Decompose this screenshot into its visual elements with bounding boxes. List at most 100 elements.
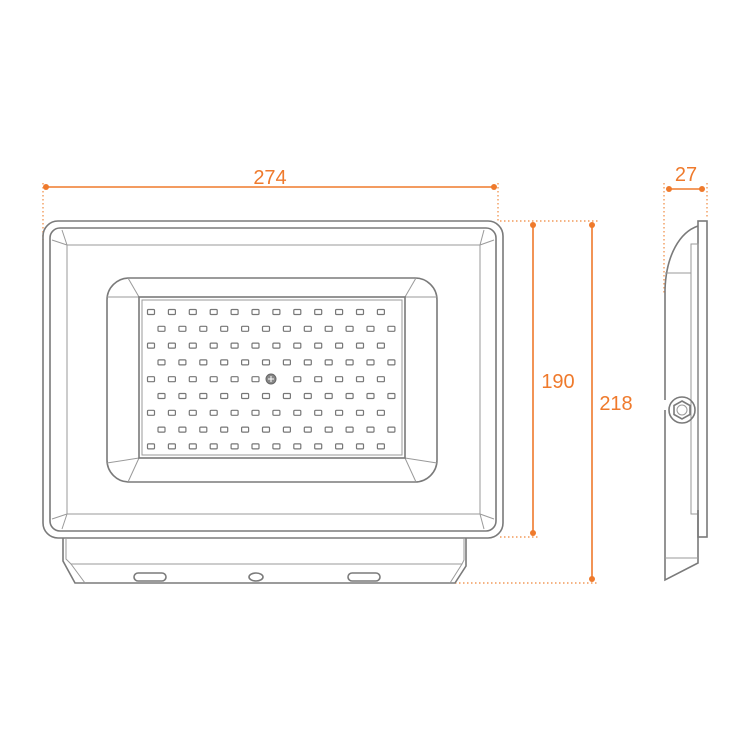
led-chip bbox=[335, 342, 344, 349]
led-chip bbox=[272, 443, 281, 450]
led-chip bbox=[199, 325, 208, 332]
led-chip bbox=[220, 426, 229, 433]
led-chip bbox=[146, 409, 156, 416]
led-chip bbox=[241, 325, 250, 332]
led-chip bbox=[282, 392, 291, 400]
mounting-bracket bbox=[62, 538, 467, 584]
led-chip bbox=[230, 376, 239, 383]
led-chip bbox=[261, 426, 271, 433]
led-chip bbox=[366, 392, 375, 400]
led-chip bbox=[335, 308, 344, 316]
led-chip bbox=[335, 409, 344, 416]
led-chip bbox=[345, 325, 354, 332]
led-chip bbox=[387, 426, 396, 433]
led-chip bbox=[209, 443, 218, 450]
led-chip bbox=[230, 443, 239, 450]
led-chip bbox=[314, 308, 323, 316]
led-chip bbox=[241, 392, 250, 400]
led-chip bbox=[167, 409, 176, 416]
dimension-width: 274 bbox=[42, 167, 499, 240]
side-view bbox=[664, 220, 708, 582]
led-chip bbox=[188, 443, 197, 450]
dimension-body-height-label: 190 bbox=[541, 371, 574, 393]
led-chip bbox=[335, 376, 344, 383]
led-chip bbox=[251, 443, 260, 450]
led-chip bbox=[324, 392, 333, 400]
led-chip bbox=[303, 359, 312, 366]
led-chip bbox=[376, 308, 385, 316]
dimension-total-height: 218 bbox=[455, 220, 633, 584]
led-chip bbox=[314, 342, 323, 349]
led-chip bbox=[387, 325, 396, 332]
led-chip bbox=[303, 325, 312, 332]
led-chip bbox=[293, 376, 302, 383]
led-chip bbox=[355, 376, 365, 383]
led-chip bbox=[251, 308, 260, 316]
led-chip bbox=[376, 376, 385, 383]
led-chip bbox=[157, 359, 166, 366]
center-screw-icon bbox=[265, 373, 277, 385]
led-chip bbox=[282, 426, 291, 433]
led-chip bbox=[241, 426, 250, 433]
led-chip bbox=[220, 359, 229, 366]
led-chip bbox=[251, 342, 260, 349]
led-chip bbox=[335, 443, 344, 450]
led-chip bbox=[230, 308, 239, 316]
led-chip bbox=[209, 409, 218, 416]
led-chip bbox=[303, 392, 312, 400]
led-chip bbox=[230, 409, 239, 416]
led-chip bbox=[314, 376, 323, 383]
led-chip bbox=[314, 409, 323, 416]
led-chip bbox=[376, 409, 385, 416]
hex-bolt-icon bbox=[668, 396, 696, 424]
led-chip bbox=[355, 308, 365, 316]
led-chip bbox=[282, 325, 291, 332]
led-chip bbox=[199, 359, 208, 366]
led-chip bbox=[345, 392, 354, 400]
led-chip bbox=[282, 359, 291, 366]
led-chip bbox=[146, 376, 156, 383]
led-chip bbox=[146, 342, 156, 349]
led-chip bbox=[178, 325, 187, 332]
led-chip bbox=[188, 409, 197, 416]
led-chip bbox=[167, 443, 176, 450]
led-chip bbox=[167, 342, 176, 349]
led-chip bbox=[293, 342, 302, 349]
led-chip bbox=[355, 342, 365, 349]
led-chip bbox=[387, 359, 396, 366]
led-chip bbox=[167, 376, 176, 383]
dimension-depth-label: 27 bbox=[675, 164, 697, 186]
led-chip bbox=[324, 359, 333, 366]
led-chip bbox=[355, 443, 365, 450]
led-chip bbox=[157, 426, 166, 433]
led-chip bbox=[345, 426, 354, 433]
led-chip bbox=[293, 443, 302, 450]
led-chip bbox=[199, 426, 208, 433]
led-chip bbox=[178, 359, 187, 366]
led-chip bbox=[251, 409, 260, 416]
led-chip bbox=[178, 392, 187, 400]
led-chip bbox=[272, 409, 281, 416]
dimension-width-label: 274 bbox=[253, 167, 286, 189]
dimension-body-height: 190 bbox=[500, 220, 575, 538]
led-chip bbox=[324, 325, 333, 332]
led-chip bbox=[293, 308, 302, 316]
led-chip bbox=[209, 308, 218, 316]
led-chip bbox=[345, 359, 354, 366]
led-chip bbox=[230, 342, 239, 349]
led-chip bbox=[146, 443, 156, 450]
led-chip bbox=[366, 325, 375, 332]
led-grid bbox=[146, 308, 396, 450]
led-chip bbox=[324, 426, 333, 433]
led-chip bbox=[303, 426, 312, 433]
led-chip bbox=[220, 392, 229, 400]
led-chip bbox=[209, 376, 218, 383]
led-chip bbox=[376, 342, 385, 349]
front-view bbox=[42, 220, 504, 584]
led-chip bbox=[157, 392, 166, 400]
led-chip bbox=[146, 308, 156, 316]
led-chip bbox=[261, 325, 271, 332]
led-chip bbox=[261, 392, 271, 400]
